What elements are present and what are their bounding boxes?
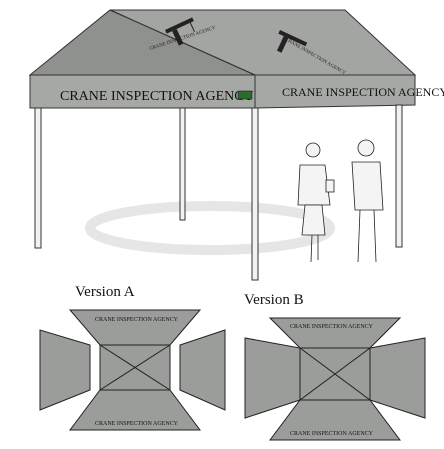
- version-a-label: Version A: [75, 284, 135, 300]
- tent-legs: [34, 104, 403, 281]
- version-b-label: Version B: [244, 292, 304, 308]
- version-a-panel-text-top: CRANE INSPECTION AGENCY: [95, 317, 179, 323]
- tent-roof: [28, 9, 417, 76]
- version-b-panel-text-top: CRANE INSPECTION AGENCY: [290, 324, 374, 330]
- watermark-shape: [85, 201, 335, 255]
- people-illustration: [297, 139, 384, 263]
- crane-icon: [276, 30, 308, 53]
- side-valance-text: CRANE INSPECTION AGENCY: [282, 85, 444, 99]
- crane-icon: [165, 17, 195, 46]
- version-b-panel-text-bottom: CRANE INSPECTION AGENCY: [290, 431, 374, 437]
- side-valance: CRANE INSPECTION AGENCY: [254, 74, 444, 109]
- version-a-layout: CRANE INSPECTION AGENCY CRANE INSPECTION…: [39, 309, 226, 431]
- front-valance-text: CRANE INSPECTION AGENCY: [60, 89, 254, 104]
- version-b-layout: CRANE INSPECTION AGENCY CRANE INSPECTION…: [244, 317, 426, 441]
- front-valance: CRANE INSPECTION AGENCY: [29, 74, 256, 109]
- flag-badge-icon: [237, 90, 253, 100]
- version-a-panel-text-bottom: CRANE INSPECTION AGENCY: [95, 421, 179, 427]
